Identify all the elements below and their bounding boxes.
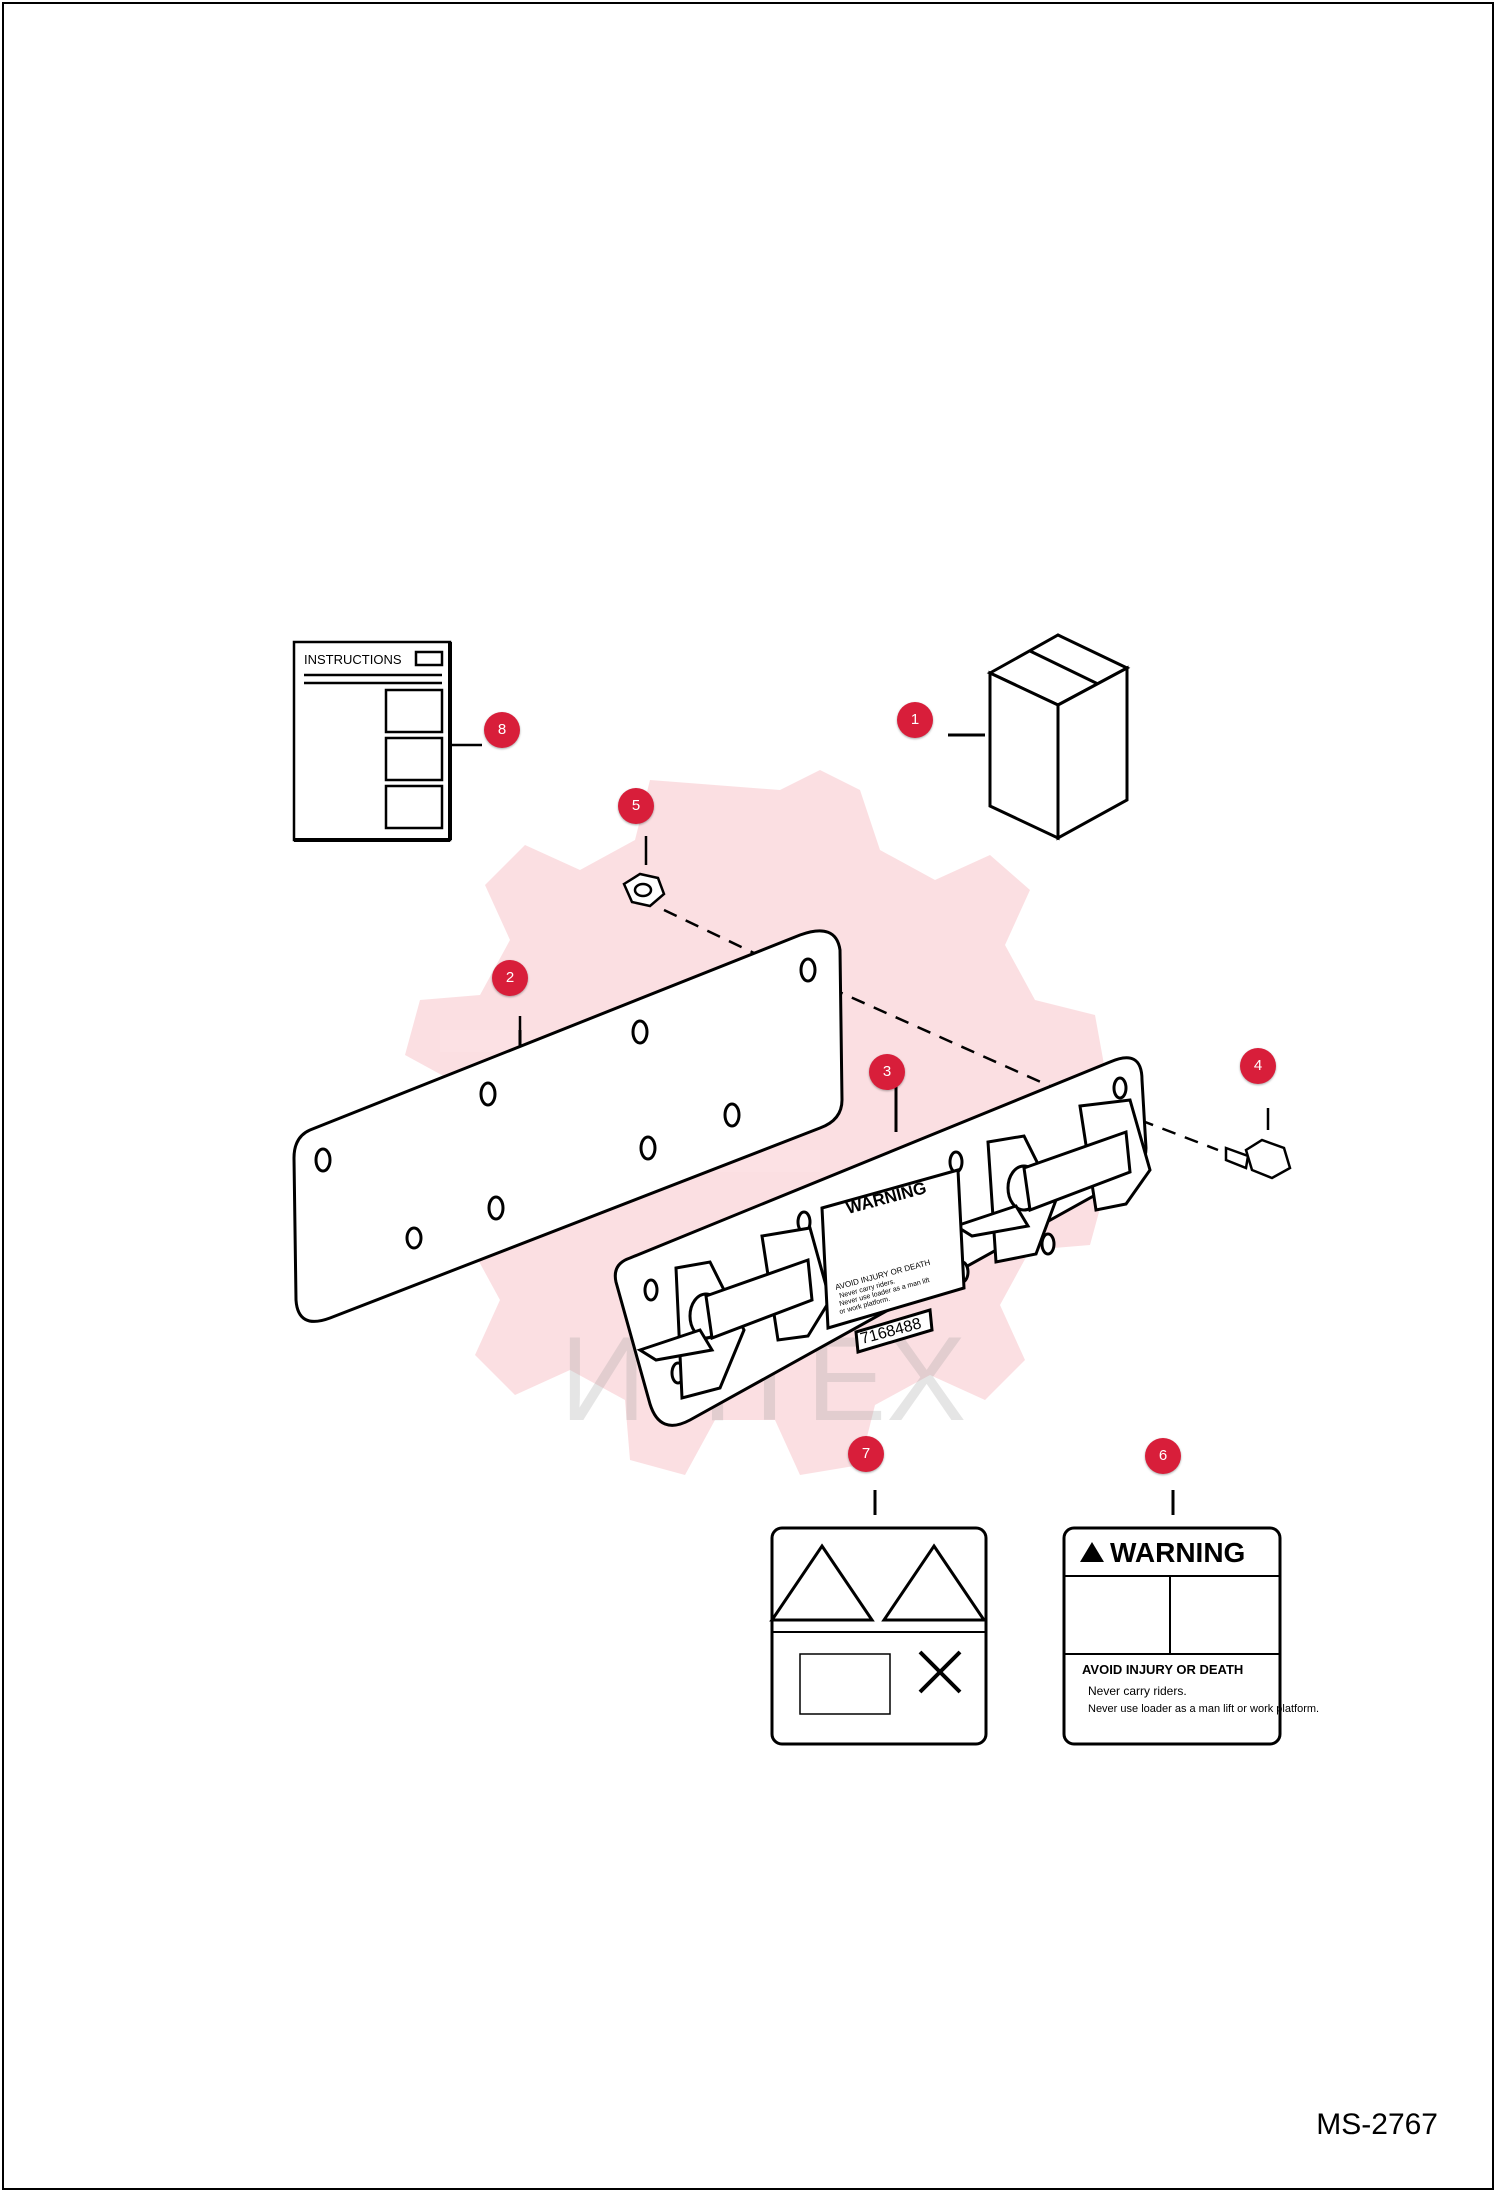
parts-box <box>948 633 1131 841</box>
decal-bullet-1: Never carry riders. <box>1088 1684 1187 1698</box>
manual-label: INSTRUCTIONS <box>304 652 402 667</box>
decal-warning-subtitle: AVOID INJURY OR DEATH <box>1082 1662 1243 1677</box>
decal-bullet-2: Never use loader as a man lift or work p… <box>1088 1703 1319 1715</box>
callout-1[interactable]: 1 <box>897 702 933 738</box>
bolt <box>1224 1108 1292 1180</box>
callout-3[interactable]: 3 <box>869 1054 905 1090</box>
nut <box>622 836 666 908</box>
decal-warning-heading: WARNING <box>1110 1537 1245 1568</box>
mounting-plate <box>292 929 844 1323</box>
pictorial-decal <box>769 1490 988 1746</box>
callout-4[interactable]: 4 <box>1240 1048 1276 1084</box>
bracket-plate: WARNING AVOID INJURY OR DEATH Never carr… <box>613 1056 1152 1427</box>
callout-7[interactable]: 7 <box>848 1436 884 1472</box>
callout-2[interactable]: 2 <box>492 960 528 996</box>
drawing-code: MS-2767 <box>1316 2108 1438 2141</box>
callout-6[interactable]: 6 <box>1145 1438 1181 1474</box>
callout-5[interactable]: 5 <box>618 788 654 824</box>
assembly-axis <box>663 908 1219 1152</box>
instructions-manual: INSTRUCTIONS <box>292 640 482 842</box>
warning-decal: WARNING AVOID INJURY OR DEATH Never carr… <box>1062 1490 1319 1746</box>
callout-8[interactable]: 8 <box>484 712 520 748</box>
